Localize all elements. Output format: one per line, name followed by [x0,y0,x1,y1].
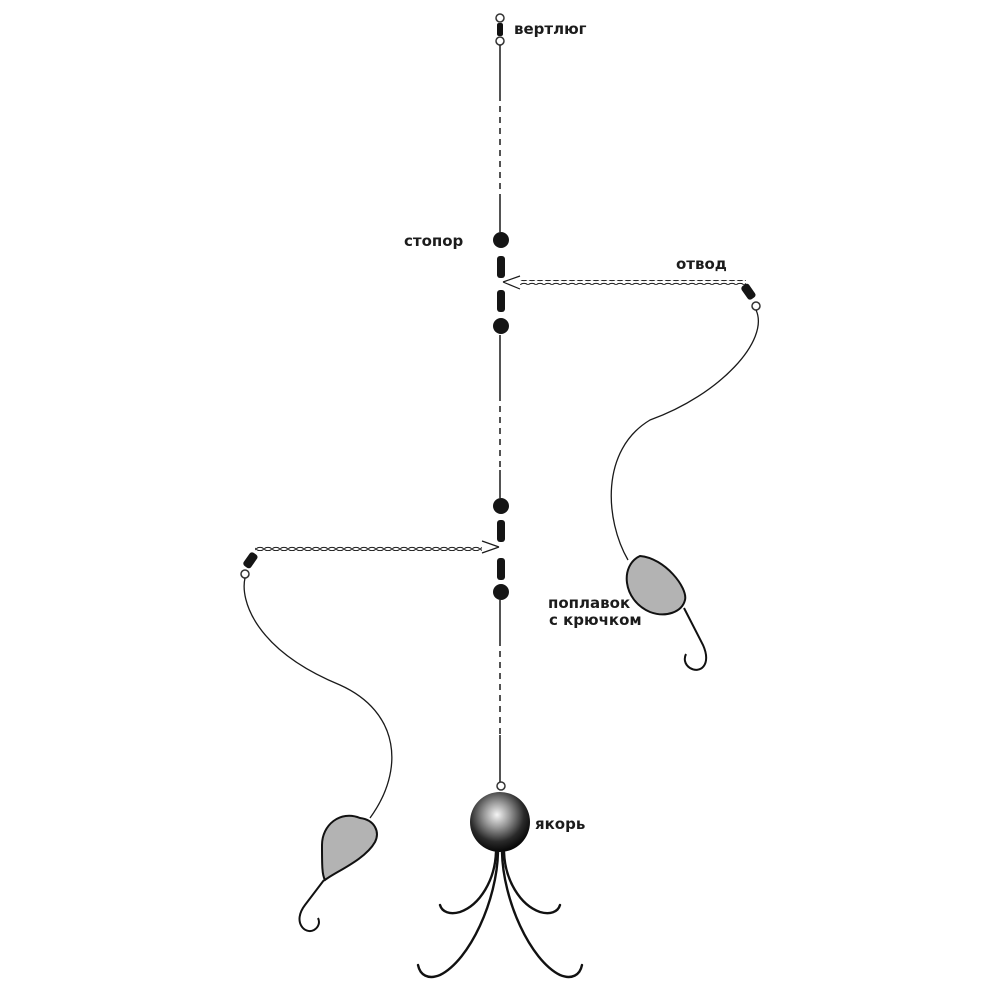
right-branch [502,275,761,561]
left-branch [240,540,500,819]
right-leader [610,309,759,561]
stopper-label: стопор [404,232,464,250]
lower-stopper-assembly [493,498,509,600]
swivel-label: вертлюг [514,20,587,38]
left-leader [243,577,393,819]
stopper-bead-top [493,232,509,248]
upper-stopper-assembly [493,232,509,334]
left-branch-swivel-icon [243,552,258,569]
stopper-bead-bottom [493,318,509,334]
anchor-weight [470,792,530,852]
lower-stopper-bead-top [493,498,509,514]
branch-label: отвод [676,255,727,273]
float-hook-label-line1: поплавок [548,594,631,612]
right-float-icon [625,554,687,616]
lower-bead-2 [497,558,505,580]
left-float-with-hook [298,814,378,933]
right-branch-swivel-icon [741,283,756,300]
left-float-icon [320,814,378,882]
upper-bead-2 [497,290,505,312]
float-hook-label-line2: с крючком [549,611,642,629]
lower-stopper-bead-bottom [493,584,509,600]
anchor [416,781,584,979]
right-float-with-hook [625,554,708,671]
left-hook-icon [298,879,325,933]
swivel-icon [495,13,505,46]
upper-bead-1 [497,256,505,278]
right-hook-icon [683,607,708,671]
lower-bead-1 [497,520,505,542]
anchor-label: якорь [535,815,586,833]
anchor-hooks-icon [416,850,584,979]
